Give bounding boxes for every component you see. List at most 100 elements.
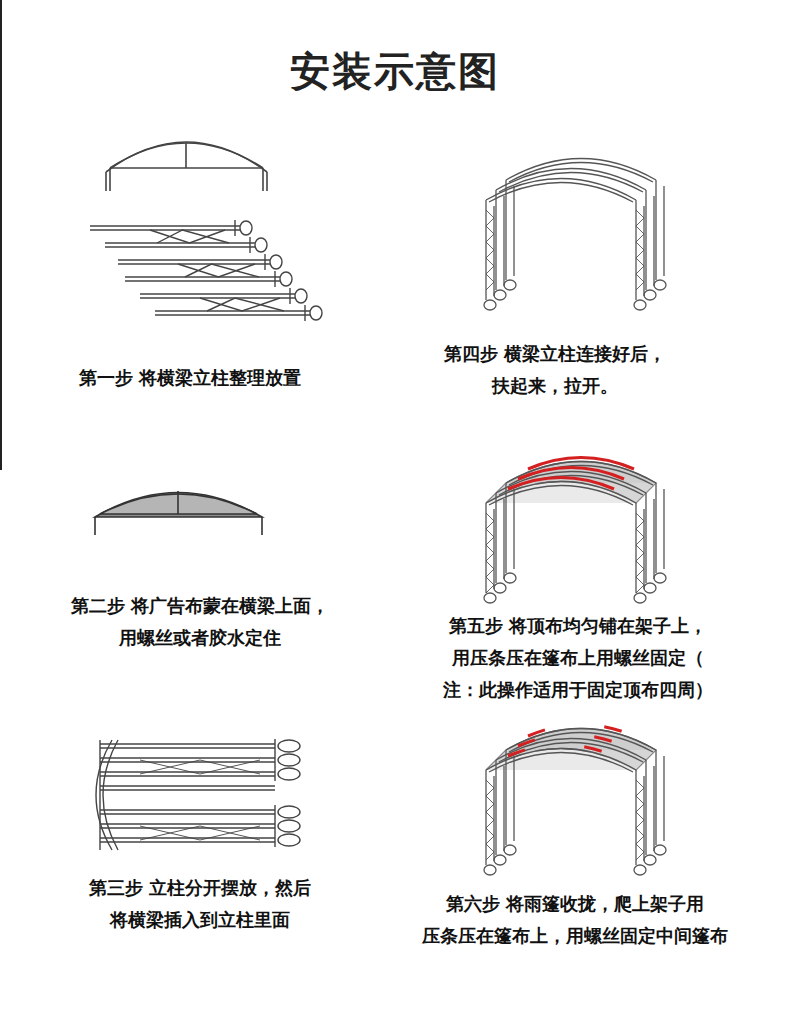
stroke [90,229,240,230]
step-caption: 第四步 横梁立柱连接好后， 扶起来，拉开。 [444,338,666,402]
stroke [155,314,310,315]
stroke [100,789,275,790]
stroke [278,740,300,752]
stroke [485,503,486,593]
stroke [663,756,664,841]
edge-line [0,0,2,470]
stroke [200,298,284,311]
stroke [278,834,300,846]
stroke [486,210,494,290]
stroke [645,493,646,583]
stroke [140,760,260,840]
stroke [644,583,656,593]
step-caption: 第六步 将雨篷收拢，爬上架子用 压条压在篷布上，用螺丝固定中间篷布 [422,888,728,952]
stroke [635,200,636,300]
stroke [503,499,504,579]
stroke [494,290,506,300]
stroke [255,238,267,252]
stroke [103,740,118,850]
stroke [503,196,504,286]
stroke [90,225,240,226]
stroke [503,766,504,851]
stroke [155,310,310,311]
step-caption: 第三步 立柱分开摆放，然后 将横梁插入到立柱里面 [89,872,311,936]
stroke [513,489,514,569]
stroke [100,785,275,786]
stroke [663,489,664,569]
stroke [125,276,280,277]
step-caption: 第二步 将广告布蒙在横梁上面， 用螺丝或者胶水定住 [71,590,329,654]
stroke [645,760,646,855]
stroke [653,196,654,286]
stroke [100,757,275,758]
stroke [654,280,666,290]
stroke [504,573,516,583]
stroke [100,841,275,842]
stroke [274,767,275,781]
stroke [655,750,656,845]
press-strip [518,735,624,747]
stroke [264,254,265,270]
stroke [485,200,486,300]
stroke [278,806,300,818]
stroke [484,593,496,603]
canopy-frame [484,159,666,311]
stroke [100,743,275,744]
canopy-frame [484,458,666,604]
stroke [494,855,506,865]
stroke [274,739,275,753]
posts-with-beam [96,739,300,850]
step-caption: 第一步 将横梁立柱整理放置 [79,362,301,394]
stroke [274,819,275,833]
stroke [644,855,656,865]
press-strip [528,725,634,737]
stroke [484,300,496,310]
stroke [485,770,486,865]
roof-cloth [486,729,656,771]
stroke [100,775,275,776]
stroke [295,289,307,303]
title: 安装示意图 [290,44,500,99]
press-strip [508,478,614,490]
stroke [278,754,300,766]
stroke [105,246,255,247]
stroke [654,573,666,583]
stroke [280,272,292,286]
stroke [513,186,514,276]
stroke [494,583,506,593]
stroke [655,483,656,573]
stroke [634,300,646,310]
stroke [140,297,295,298]
stroke [495,190,496,290]
stroke [278,820,300,832]
stroke [274,271,275,287]
stroke [240,221,252,235]
stroke [495,760,496,855]
stroke [486,482,636,504]
canopy-frame [484,725,666,876]
stroke [140,293,295,294]
stroke [504,280,516,290]
stroke [486,749,636,771]
stroke [125,280,280,281]
stroke [653,499,654,579]
stroke [486,179,636,201]
stroke [636,513,644,593]
post-stack [90,220,322,321]
generated-parts [90,159,666,876]
stroke [504,845,516,855]
stroke [304,305,305,321]
stroke [274,833,275,847]
stroke [118,263,270,264]
stroke [636,780,644,860]
stroke [150,230,229,243]
stroke [489,183,633,203]
stroke [484,865,496,875]
press-strip [508,745,614,757]
beam-arch [106,142,267,191]
stroke [118,259,270,260]
stroke [310,306,322,320]
stroke [635,770,636,865]
stroke [495,493,496,583]
stroke [105,242,255,243]
